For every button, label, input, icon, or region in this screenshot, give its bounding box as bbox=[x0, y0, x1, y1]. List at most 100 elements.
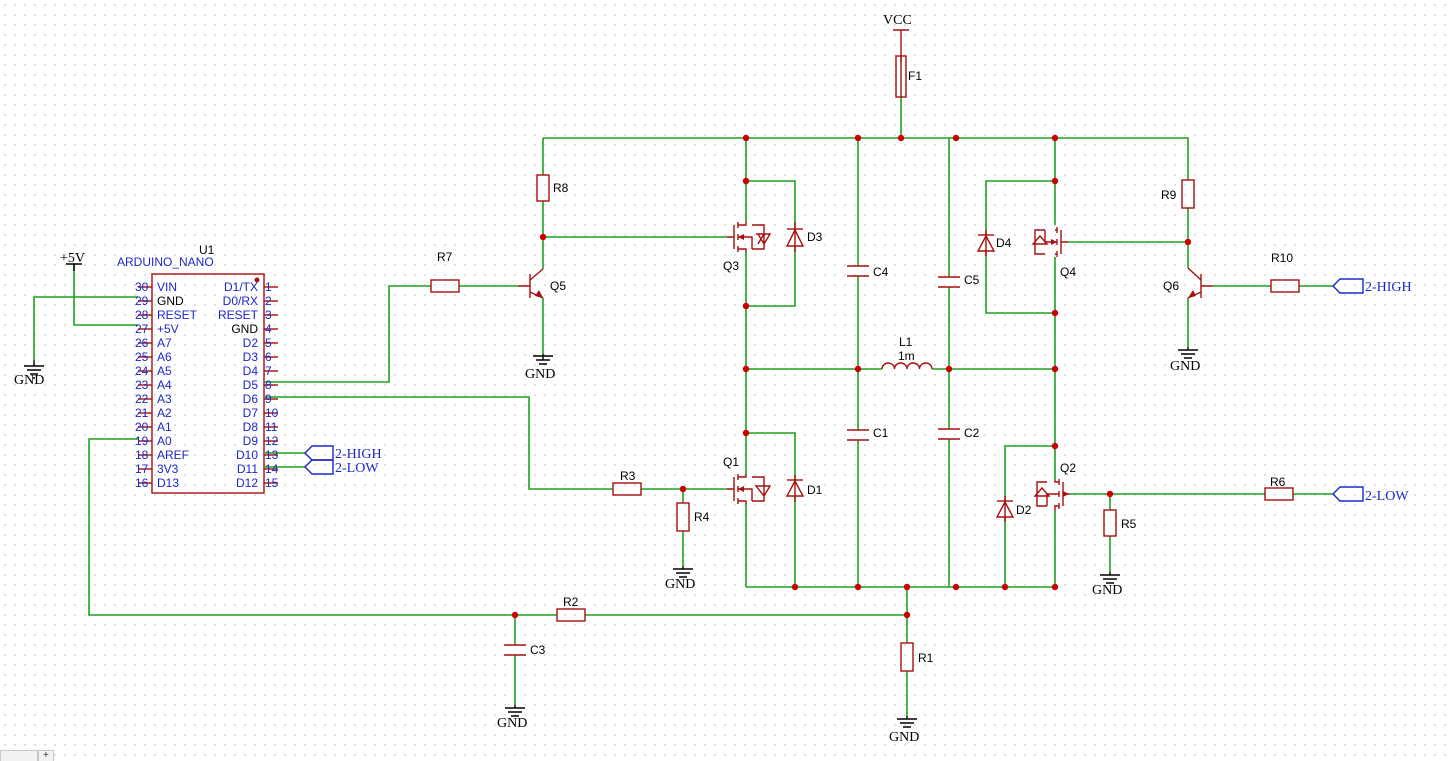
gnd-symbol-q6[interactable]: GND bbox=[1170, 347, 1200, 374]
resistor-r5[interactable]: R5 bbox=[1103, 509, 1137, 537]
mosfet-q2[interactable]: Q2 bbox=[1033, 461, 1076, 511]
c1-label: C1 bbox=[873, 426, 889, 440]
netlabel-q6-high[interactable]: 2-HIGH bbox=[1332, 278, 1412, 295]
gnd-symbol-c3[interactable]: GND bbox=[497, 705, 527, 731]
mcu-pin-name: D4 bbox=[243, 364, 259, 378]
gnd-symbol-r4[interactable]: GND bbox=[665, 566, 695, 592]
mcu-pin-number: 17 bbox=[135, 462, 149, 476]
q5-label: Q5 bbox=[550, 279, 566, 293]
mcu-pin-name: VIN bbox=[157, 280, 177, 294]
mcu-pin-name: A3 bbox=[157, 392, 172, 406]
transistor-q5[interactable]: Q5 bbox=[518, 268, 566, 299]
resistor-r7[interactable]: R7 bbox=[430, 250, 460, 293]
mcu-pin-name: GND bbox=[157, 294, 184, 308]
add-sheet-button[interactable]: + bbox=[38, 750, 54, 761]
diode-d4[interactable]: D4 bbox=[976, 230, 1012, 256]
resistor-r6[interactable]: R6 bbox=[1264, 475, 1294, 501]
mcu-pin-number: 10 bbox=[265, 406, 279, 420]
resistor-r8[interactable]: R8 bbox=[536, 174, 569, 202]
resistor-r10[interactable]: R10 bbox=[1270, 251, 1300, 293]
capacitor-c3[interactable]: C3 bbox=[504, 643, 546, 657]
resistor-r2[interactable]: R2 bbox=[556, 595, 586, 622]
vcc-label: VCC bbox=[883, 13, 912, 28]
mcu-pin-number: 24 bbox=[135, 364, 149, 378]
fuse-f1[interactable]: F1 bbox=[895, 55, 922, 98]
capacitor-c4[interactable]: C4 bbox=[847, 265, 889, 279]
netlabel-q2-low[interactable]: 2-LOW bbox=[1332, 486, 1409, 504]
wires bbox=[33, 97, 1333, 716]
mosfet-q3[interactable]: Q3 bbox=[723, 222, 772, 273]
transistor-q6[interactable]: Q6 bbox=[1163, 267, 1213, 299]
mcu-pin-name: A5 bbox=[157, 364, 172, 378]
gnd-symbol-r5[interactable]: GND bbox=[1092, 572, 1122, 598]
mcu-pin-number: 20 bbox=[135, 420, 149, 434]
mcu-pin-name: A4 bbox=[157, 378, 172, 392]
mcu-pin-number: 16 bbox=[135, 476, 149, 490]
mcu-pin-number: 19 bbox=[135, 434, 149, 448]
capacitor-c2[interactable]: C2 bbox=[938, 426, 980, 440]
diode-d3[interactable]: D3 bbox=[785, 222, 823, 252]
plus5v-label: +5V bbox=[60, 251, 85, 266]
diode-d1[interactable]: D1 bbox=[785, 475, 823, 502]
mcu-pin-name: D12 bbox=[236, 476, 258, 490]
d2-label: D2 bbox=[1016, 503, 1032, 517]
mcu-pin-name: A2 bbox=[157, 406, 172, 420]
d4-label: D4 bbox=[996, 236, 1012, 250]
mcu-pin-number: 26 bbox=[135, 336, 149, 350]
r5-label: R5 bbox=[1121, 517, 1137, 531]
mcu-pin-number: 1 bbox=[265, 280, 272, 294]
r6-label: R6 bbox=[1270, 475, 1286, 489]
mcu-pin-name: D1/TX bbox=[224, 280, 258, 294]
junctions bbox=[511, 134, 1192, 619]
mcu-pin-number: 13 bbox=[265, 448, 279, 462]
gnd-symbol-r1[interactable]: GND bbox=[889, 716, 919, 745]
gnd-label: GND bbox=[497, 716, 527, 731]
gnd-label: GND bbox=[889, 730, 919, 745]
mcu-pin-name: D9 bbox=[243, 434, 259, 448]
mcu-pin-name: D11 bbox=[237, 462, 258, 476]
resistor-r4[interactable]: R4 bbox=[676, 502, 710, 532]
sheet-tab[interactable] bbox=[0, 750, 38, 761]
c5-label: C5 bbox=[964, 273, 980, 287]
l1-label: L1 bbox=[899, 335, 913, 349]
mcu-pin-number: 12 bbox=[265, 434, 279, 448]
mcu-pin-name: A0 bbox=[157, 434, 172, 448]
mcu-pin-name: D8 bbox=[243, 420, 259, 434]
q6-label: Q6 bbox=[1163, 279, 1179, 293]
q1-label: Q1 bbox=[723, 455, 739, 469]
resistor-r1[interactable]: R1 bbox=[900, 642, 934, 672]
netlabel-mcu-high[interactable]: 2-HIGH bbox=[304, 445, 382, 462]
mosfet-q1[interactable]: Q1 bbox=[723, 455, 772, 504]
capacitor-c5[interactable]: C5 bbox=[938, 273, 980, 288]
net-high-label: 2-HIGH bbox=[335, 447, 382, 462]
mcu-pin-number: 4 bbox=[265, 322, 272, 336]
mcu-pin-name: A6 bbox=[157, 350, 172, 364]
plus5v-symbol[interactable]: +5V bbox=[60, 251, 85, 271]
resistor-r3[interactable]: R3 bbox=[612, 469, 642, 496]
mcu-pin-number: 7 bbox=[265, 364, 272, 378]
diode-d2[interactable]: D2 bbox=[995, 496, 1032, 522]
mcu-pin-name: RESET bbox=[157, 308, 198, 322]
inductor-l1[interactable]: L1 1m bbox=[881, 335, 933, 370]
l1-value: 1m bbox=[898, 349, 915, 363]
capacitor-c1[interactable]: C1 bbox=[847, 426, 889, 441]
mcu-pin-name: AREF bbox=[157, 448, 189, 462]
mcu-pin-number: 14 bbox=[265, 462, 279, 476]
mcu-pin-number: 21 bbox=[135, 406, 149, 420]
mcu-right-pins: 1D1/TX2D0/RX3RESET4GND5D26D37D48D59D610D… bbox=[218, 280, 279, 490]
r7-label: R7 bbox=[437, 250, 453, 264]
mosfet-q4[interactable]: Q4 bbox=[1031, 227, 1076, 279]
mcu-pin-name: D7 bbox=[243, 406, 259, 420]
resistor-r9[interactable]: R9 bbox=[1161, 179, 1195, 209]
gnd-symbol-mcu[interactable]: GND bbox=[14, 360, 44, 388]
gnd-symbol-q5[interactable]: GND bbox=[525, 354, 555, 382]
u1-name: ARDUINO_NANO bbox=[117, 255, 214, 269]
c3-label: C3 bbox=[530, 643, 546, 657]
vcc-symbol[interactable]: VCC bbox=[883, 13, 912, 55]
netlabel-mcu-low[interactable]: 2-LOW bbox=[304, 459, 379, 476]
mcu-pin-name: GND bbox=[231, 322, 258, 336]
r10-label: R10 bbox=[1271, 251, 1293, 265]
